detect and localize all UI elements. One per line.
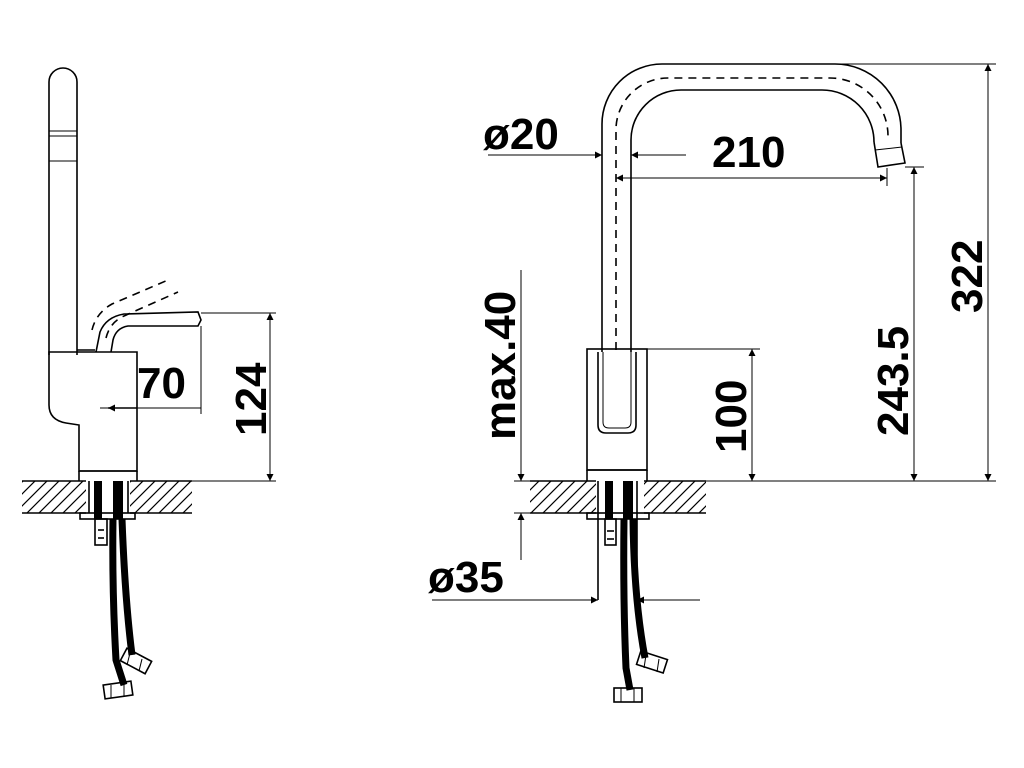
side-hose-nut-right xyxy=(119,647,153,675)
side-hoses xyxy=(102,518,153,700)
dim-210: 210 xyxy=(616,128,888,186)
front-mount xyxy=(586,481,650,600)
dim-243-5: 243.5 xyxy=(869,166,924,481)
dim-diameter-20: ø20 xyxy=(483,110,686,159)
dim-max-40-label: max.40 xyxy=(476,291,525,440)
front-hose-nut-right xyxy=(635,650,669,674)
front-hoses xyxy=(613,518,669,703)
front-body xyxy=(586,348,648,481)
front-hose-nut-left xyxy=(613,687,643,703)
side-handle xyxy=(91,279,202,353)
side-hose-nut-left xyxy=(102,680,134,700)
dim-max-40: max.40 xyxy=(476,270,530,560)
dim-100: 100 xyxy=(647,348,760,481)
dim-70: 70 xyxy=(100,326,202,414)
dim-124-label: 124 xyxy=(227,362,276,436)
side-spout-tube xyxy=(48,67,78,355)
side-mount xyxy=(79,481,136,546)
dim-322: 322 xyxy=(706,63,996,482)
front-spout xyxy=(601,63,906,352)
dim-322-label: 322 xyxy=(943,240,992,313)
dim-diameter-35: ø35 xyxy=(428,553,700,604)
front-countertop xyxy=(530,478,706,518)
dim-243-5-label: 243.5 xyxy=(869,326,918,436)
front-view: ø20 210 322 243.5 100 xyxy=(428,63,996,703)
dim-124: 124 xyxy=(192,312,276,482)
front-aerator xyxy=(873,141,906,168)
side-countertop xyxy=(22,478,192,518)
dim-210-label: 210 xyxy=(712,128,785,177)
dim-100-label: 100 xyxy=(707,380,756,453)
dim-70-label: 70 xyxy=(137,359,186,408)
side-body xyxy=(48,349,138,481)
side-view: 70 124 xyxy=(22,67,276,700)
dim-diameter-20-label: ø20 xyxy=(483,110,559,159)
dim-diameter-35-label: ø35 xyxy=(428,553,504,602)
